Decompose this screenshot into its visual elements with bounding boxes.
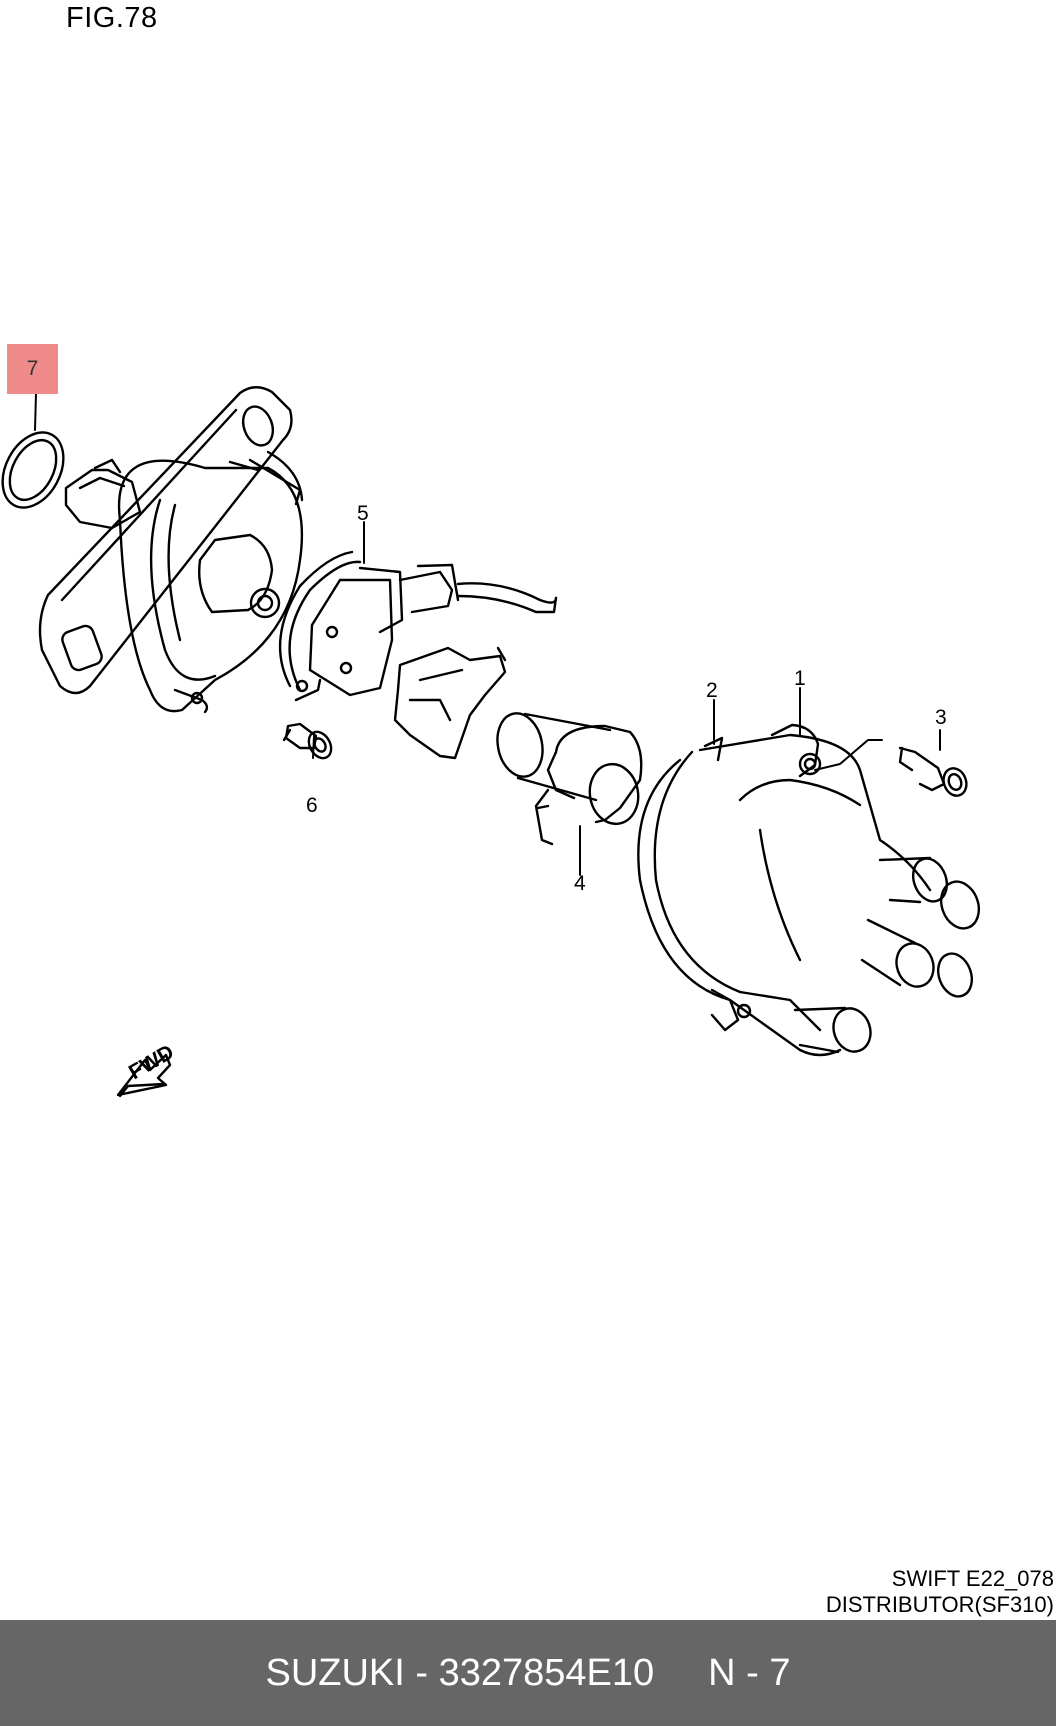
- distributor-exploded-diagram: FWD 1 2 3 4 5 6: [1, 386, 981, 1098]
- callout-4: 4: [574, 872, 586, 895]
- distributor-cap-part-1: [637, 723, 981, 1057]
- cap-screw-part-3: [898, 746, 968, 797]
- diagram-caption: SWIFT E22_078 DISTRIBUTOR(SF310): [826, 1566, 1054, 1618]
- callout-1: 1: [794, 667, 806, 690]
- quantity: N - 7: [708, 1651, 791, 1694]
- fwd-arrow-icon: [116, 1053, 172, 1098]
- part-footer-bar: SUZUKI - 3327854E10 N - 7: [0, 1620, 1056, 1726]
- callout-3: 3: [935, 706, 947, 729]
- caption-line-2: DISTRIBUTOR(SF310): [825, 1592, 1054, 1617]
- callout-2: 2: [706, 679, 718, 702]
- pickup-coil-part-5: [278, 550, 558, 702]
- callout-5: 5: [357, 502, 369, 525]
- screw-part-6: [282, 722, 333, 760]
- highlighted-callout-7[interactable]: 7: [7, 344, 58, 394]
- callout-7: 7: [26, 357, 39, 380]
- callout-6: 6: [306, 794, 318, 817]
- distributor-housing: [38, 386, 304, 714]
- leader-lines: [34, 392, 941, 876]
- figure-title: FIG.78: [66, 2, 158, 34]
- o-ring-part-7: [1, 431, 65, 509]
- caption-line-1: SWIFT E22_078: [891, 1566, 1054, 1591]
- part-number: SUZUKI - 3327854E10: [265, 1651, 655, 1694]
- igniter-module: [393, 646, 507, 760]
- rotor-part-4: [496, 712, 643, 846]
